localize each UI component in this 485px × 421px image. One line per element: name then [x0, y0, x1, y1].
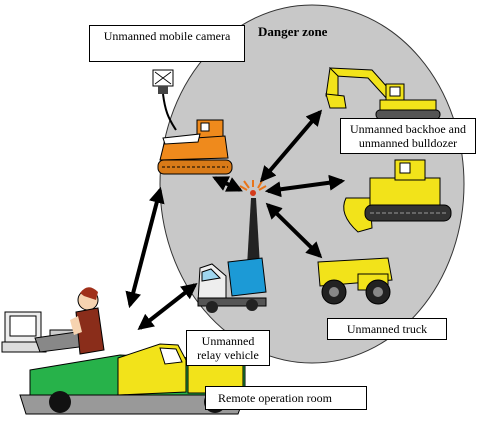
- arrow-tower-camera: [212, 176, 243, 192]
- backhoe-label: Unmanned backhoe and unmanned bulldozer: [340, 118, 476, 154]
- antenna-tower: [239, 180, 267, 266]
- backhoe-machine: [325, 66, 441, 120]
- communication-arrows: [125, 109, 346, 330]
- arrow-tower-bulldozer: [264, 174, 346, 198]
- remote-operation-room: [1, 287, 246, 415]
- truck-label: Unmanned truck: [327, 318, 447, 340]
- mobile-camera-vehicle: [152, 69, 233, 175]
- arrow-tower-truck: [265, 202, 323, 259]
- room-label: Remote operation room: [205, 386, 367, 410]
- danger-zone-title: Danger zone: [258, 24, 328, 39]
- arrow-camera-room: [125, 186, 165, 309]
- arrow-relay-room: [137, 283, 198, 330]
- relay-vehicle: [197, 257, 267, 313]
- camera-label: Unmanned mobile camera: [89, 25, 245, 62]
- arrow-tower-backhoe: [259, 109, 323, 183]
- dump-truck-machine: [317, 257, 393, 305]
- bulldozer-machine: [343, 159, 452, 233]
- relay-label: Unmanned relay vehicle: [186, 330, 270, 366]
